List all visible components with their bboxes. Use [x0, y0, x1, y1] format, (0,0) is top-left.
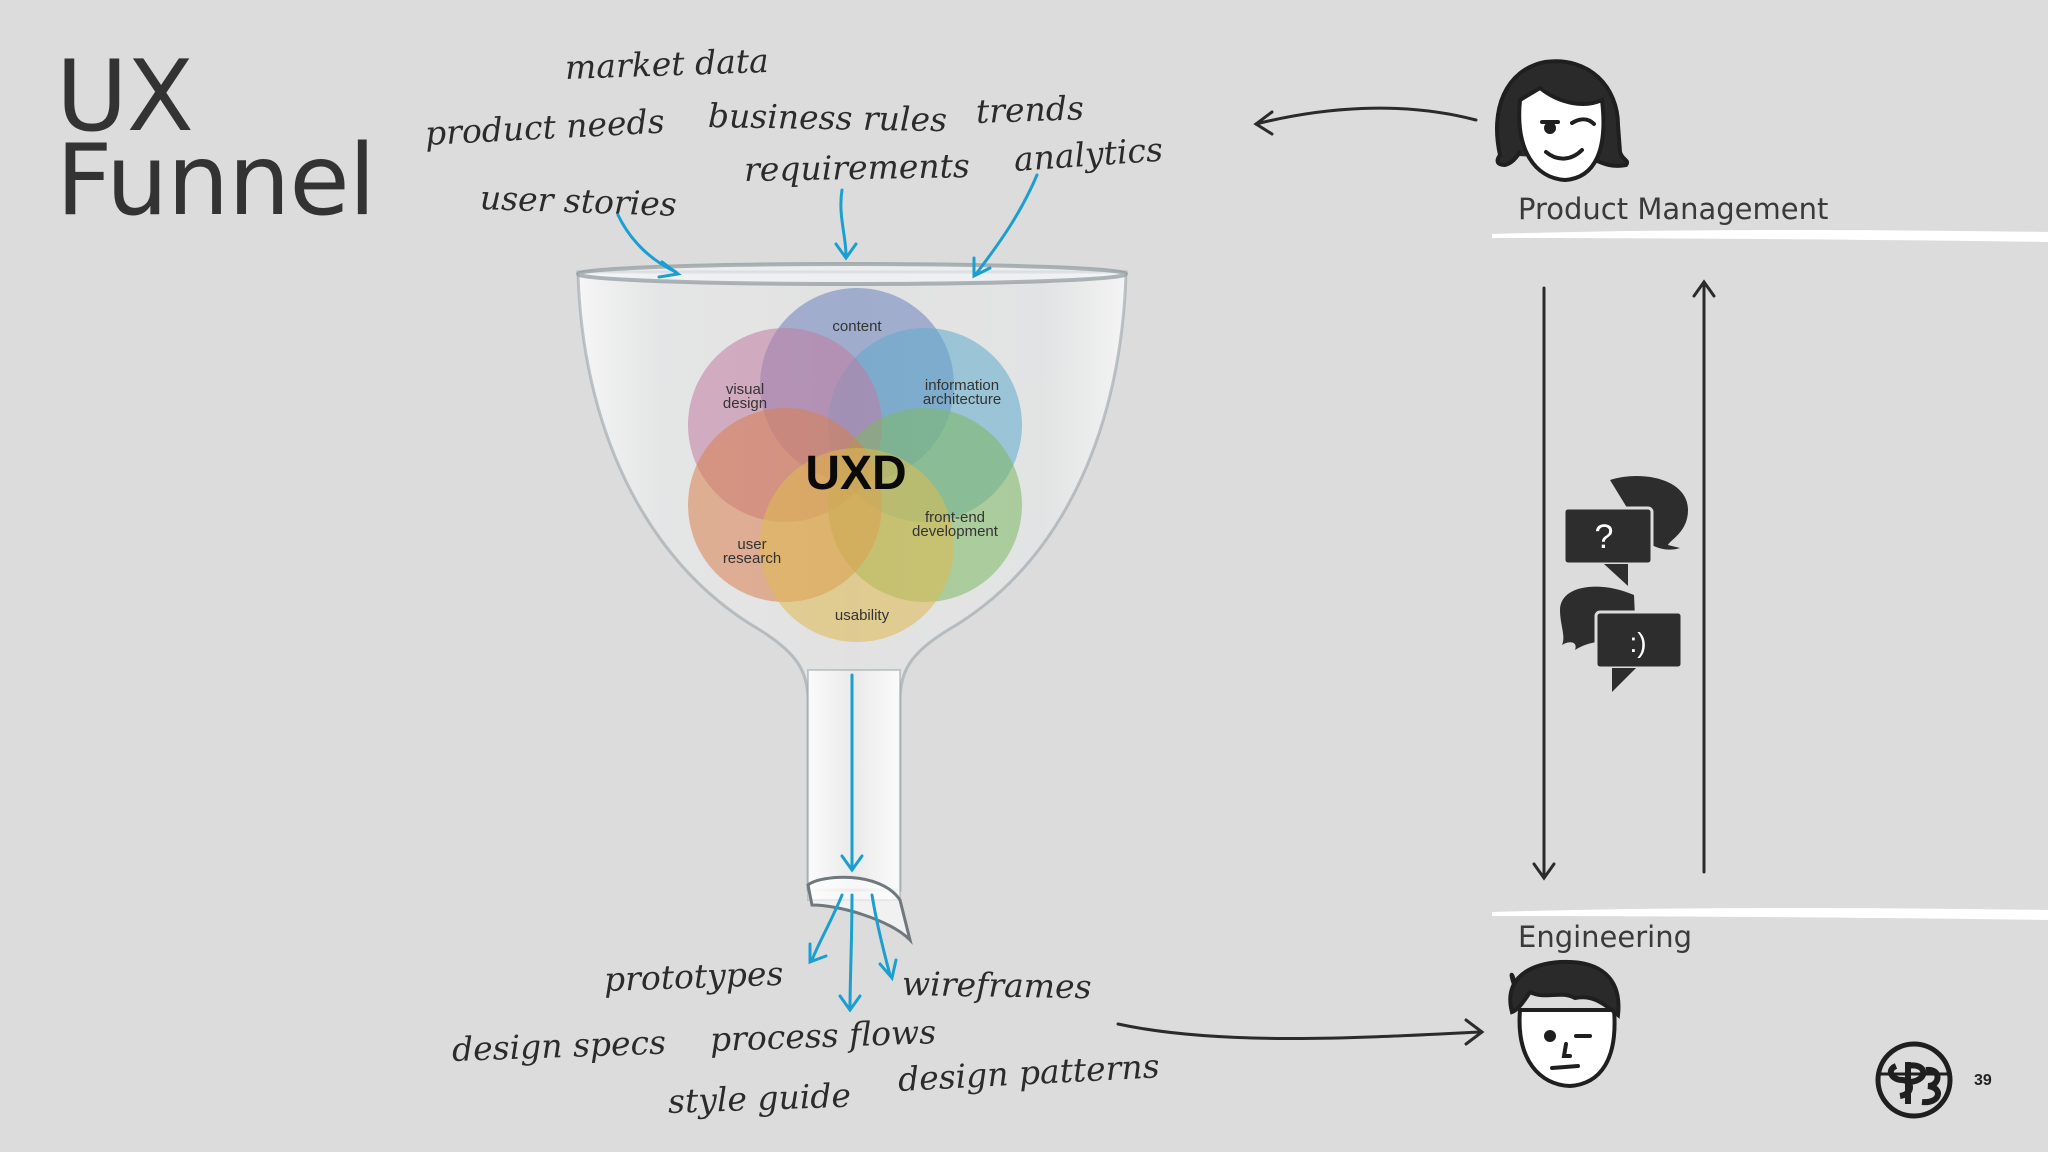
output-arrows	[808, 893, 898, 1013]
arrow-analytics	[974, 173, 1039, 276]
role-product-management: Product Management	[1518, 192, 1829, 226]
role-arrows	[1116, 106, 1716, 1046]
arrow-wireframes-head	[878, 958, 898, 982]
arrow-down-head	[1532, 862, 1556, 881]
title-line-2: Funnel	[56, 124, 376, 238]
venn-circle-usability	[760, 448, 954, 642]
venn-center-uxd: UXD	[805, 447, 906, 500]
arrow-process-flows-head	[838, 994, 862, 1013]
slide-title: UX Funnel	[56, 40, 376, 238]
arrow-user-stories	[616, 213, 678, 274]
title-line-1: UX	[56, 40, 194, 154]
smile-face: :)	[1629, 627, 1646, 658]
conversation-icon: ? :)	[1560, 475, 1688, 692]
divider-product	[1492, 230, 2048, 242]
divider-engineering	[1492, 908, 2048, 920]
page-number: 39	[1974, 1072, 1992, 1089]
arrow-requirements-head	[834, 242, 858, 261]
arrow-wireframes	[870, 893, 892, 977]
arrow-process-flows	[848, 893, 854, 1010]
arrow-prototypes-head	[808, 942, 828, 965]
arrow-requirements	[839, 188, 848, 258]
arrow-user-stories-head	[657, 260, 682, 279]
arrow-prototypes	[810, 893, 844, 962]
arrow-up-head	[1692, 279, 1716, 298]
arrow-from-product-head	[1253, 110, 1274, 136]
engineer-avatar	[1508, 959, 1621, 1089]
product-manager-avatar	[1495, 59, 1630, 183]
arrow-to-engineering	[1116, 1022, 1482, 1040]
company-logo	[1875, 1041, 1953, 1119]
arrow-from-product	[1254, 106, 1478, 126]
venn-label-content: content	[832, 318, 882, 335]
arrow-stem-head	[840, 854, 864, 873]
question-mark: ?	[1595, 518, 1614, 556]
arrow-analytics-head	[972, 256, 992, 279]
role-engineering: Engineering	[1518, 920, 1692, 954]
input-arrows	[616, 173, 1039, 873]
arrow-to-engineering-head	[1464, 1018, 1485, 1046]
uxd-venn	[688, 288, 1022, 642]
venn-label-usability: usability	[835, 607, 890, 624]
